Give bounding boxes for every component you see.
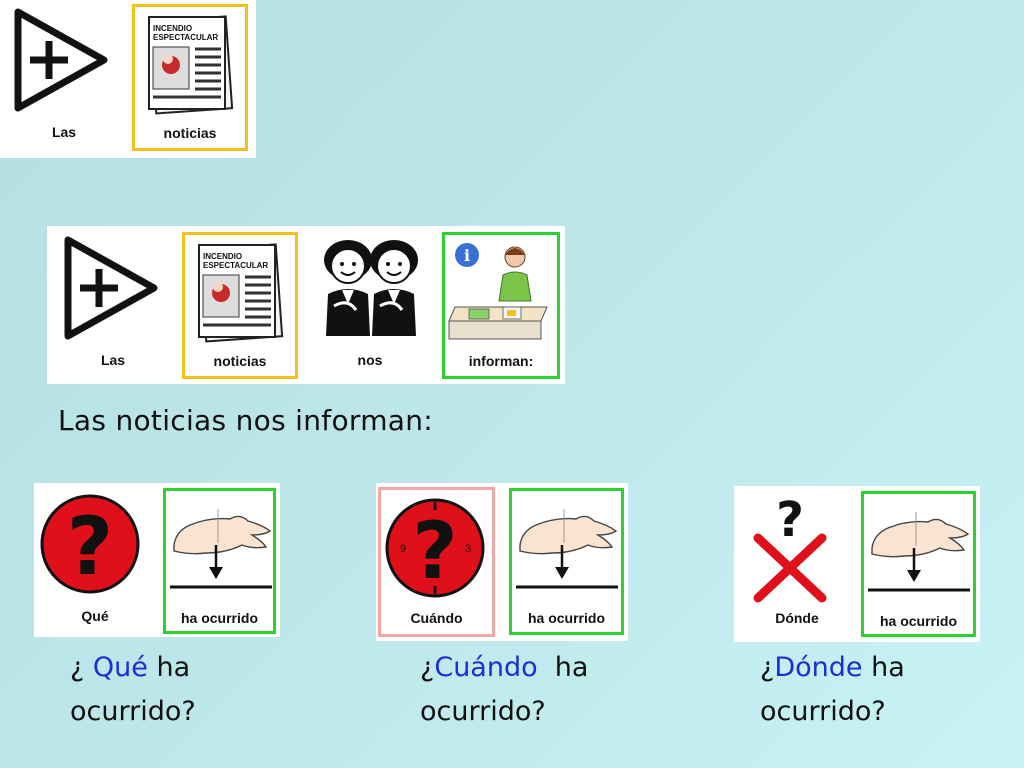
pictogram-label: nos xyxy=(357,352,383,368)
clock-question-icon: 9 3 ? xyxy=(385,498,485,598)
svg-text:?: ? xyxy=(412,507,457,597)
svg-text:i: i xyxy=(464,246,470,265)
pictogram-informan: i informan: xyxy=(442,232,560,379)
question-line2: ocurrido? xyxy=(70,696,196,727)
question-word: Qué xyxy=(92,652,148,683)
svg-text:?: ? xyxy=(67,500,113,593)
svg-text:ESPECTACULAR: ESPECTACULAR xyxy=(203,261,268,270)
newspaper-icon: INCENDIO ESPECTACULAR xyxy=(198,243,284,343)
question-word: Cuándo xyxy=(434,652,538,683)
question-prefix: ¿ xyxy=(70,652,93,683)
question-word: Dónde xyxy=(774,652,863,683)
pictogram-las: Las xyxy=(4,4,124,150)
question-prefix: ¿ xyxy=(760,652,775,683)
pictogram-label: noticias xyxy=(163,125,217,141)
svg-text:?: ? xyxy=(776,492,804,548)
pictogram-nos: nos xyxy=(308,232,432,378)
hand-past-icon xyxy=(868,512,970,592)
pictogram-que: ? Qué xyxy=(36,486,154,634)
plus-triangle-icon xyxy=(64,236,158,340)
pictogram-label: Las xyxy=(100,352,126,368)
question-que-text: ¿ Qué ha ocurrido? xyxy=(70,646,196,734)
svg-text:INCENDIO: INCENDIO xyxy=(203,252,242,261)
svg-text:9: 9 xyxy=(400,543,406,555)
question-prefix: ¿ xyxy=(420,652,435,683)
pictogram-label: Las xyxy=(51,124,77,140)
pictogram-ha-ocurrido: ha ocurrido xyxy=(861,491,976,637)
svg-text:ESPECTACULAR: ESPECTACULAR xyxy=(153,33,218,42)
pictogram-las: Las xyxy=(52,232,174,378)
sentence-text: Las noticias nos informan: xyxy=(58,404,434,437)
pictogram-cuando: 9 3 ? Cuándo xyxy=(378,487,495,637)
hand-past-icon xyxy=(170,509,272,589)
red-cross-question-icon: ? xyxy=(753,492,827,603)
question-suffix: ha xyxy=(147,652,191,683)
pictogram-noticias: INCENDIO ESPECTACULAR noticias xyxy=(132,4,248,151)
pictogram-label: noticias xyxy=(213,353,267,369)
pictogram-label: informan: xyxy=(468,353,534,369)
question-line2: ocurrido? xyxy=(420,696,546,727)
pictogram-label: ha ocurrido xyxy=(879,613,957,629)
svg-text:INCENDIO: INCENDIO xyxy=(153,24,192,33)
pictogram-label: Cuándo xyxy=(410,610,463,626)
question-suffix: ha xyxy=(537,652,589,683)
question-suffix: ha xyxy=(862,652,905,683)
pictogram-noticias: INCENDIO ESPECTACULAR noticias xyxy=(182,232,298,379)
plus-triangle-icon xyxy=(14,8,108,112)
hand-past-icon xyxy=(516,509,618,589)
information-desk-icon: i xyxy=(448,243,548,340)
svg-text:3: 3 xyxy=(465,543,471,555)
pictogram-label: ha ocurrido xyxy=(180,610,258,626)
question-donde-text: ¿Dónde ha ocurrido? xyxy=(760,646,905,734)
pictogram-label: ha ocurrido xyxy=(527,610,605,626)
pictogram-donde: ? Dónde xyxy=(738,490,856,638)
two-women-icon xyxy=(324,240,418,336)
pictogram-ha-ocurrido: ha ocurrido xyxy=(509,488,624,635)
pictogram-label: Qué xyxy=(81,608,109,624)
pictogram-ha-ocurrido: ha ocurrido xyxy=(163,488,276,634)
question-mark-icon: ? xyxy=(40,494,140,594)
newspaper-icon: INCENDIO ESPECTACULAR xyxy=(148,15,234,115)
pictogram-label: Dónde xyxy=(775,610,819,626)
question-line2: ocurrido? xyxy=(760,696,886,727)
question-cuando-text: ¿Cuándo ha ocurrido? xyxy=(420,646,588,734)
